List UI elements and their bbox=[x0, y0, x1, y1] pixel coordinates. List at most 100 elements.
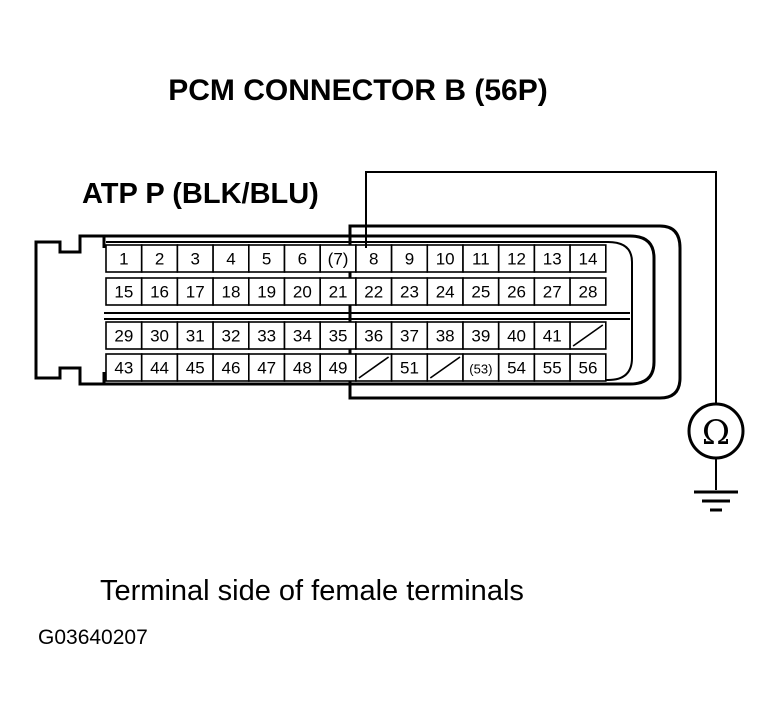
terminal-number: 36 bbox=[364, 327, 383, 346]
terminal-cavity: 31 bbox=[176, 321, 214, 350]
terminal-cavity bbox=[426, 353, 464, 382]
test-leads bbox=[365, 171, 717, 490]
terminal-number: 44 bbox=[150, 359, 169, 378]
terminal-cell bbox=[105, 277, 143, 306]
terminal-number: 37 bbox=[400, 327, 419, 346]
terminal-number: 55 bbox=[543, 359, 562, 378]
terminal-cell bbox=[355, 244, 393, 273]
terminal-cavity: 11 bbox=[462, 244, 500, 273]
terminal-cavity: 20 bbox=[283, 277, 322, 306]
ohm-symbol: Ω bbox=[702, 413, 730, 453]
terminal-cell bbox=[105, 244, 143, 273]
terminal-number: 38 bbox=[436, 327, 455, 346]
terminal-cell bbox=[319, 244, 357, 273]
terminal-number: 22 bbox=[364, 283, 383, 302]
terminal-number: 12 bbox=[507, 250, 526, 269]
terminal-cavity: 47 bbox=[248, 353, 286, 382]
terminal-cavity: 23 bbox=[390, 277, 429, 306]
terminal-cell bbox=[497, 353, 536, 382]
terminal-cavity: 18 bbox=[212, 277, 250, 306]
terminal-cell bbox=[140, 321, 179, 350]
unused-terminal-slash bbox=[429, 356, 461, 379]
terminal-cavity: 38 bbox=[426, 321, 464, 350]
connector-housing bbox=[34, 234, 656, 386]
unused-terminal-slash bbox=[358, 356, 390, 379]
terminal-cavity: 5 bbox=[248, 244, 286, 273]
terminal-cavity: 49 bbox=[319, 353, 357, 382]
terminal-cavity: 12 bbox=[497, 244, 536, 273]
ohmmeter-icon: Ω bbox=[687, 402, 745, 460]
terminal-cavity: 32 bbox=[212, 321, 250, 350]
terminal-cell bbox=[105, 321, 143, 350]
terminal-number: 3 bbox=[191, 250, 200, 269]
terminal-cell bbox=[176, 277, 214, 306]
terminal-cavity: 48 bbox=[283, 353, 322, 382]
terminal-cell bbox=[176, 321, 214, 350]
terminal-cavity: 35 bbox=[319, 321, 357, 350]
terminal-cavity: 51 bbox=[390, 353, 429, 382]
terminal-cavity: 1 bbox=[105, 244, 143, 273]
terminal-cavity: 10 bbox=[426, 244, 464, 273]
terminal-number: 39 bbox=[471, 327, 490, 346]
terminal-cavity: 8 bbox=[355, 244, 393, 273]
terminal-cavity: 44 bbox=[140, 353, 179, 382]
terminal-cavity: 25 bbox=[462, 277, 500, 306]
terminal-cell bbox=[569, 244, 607, 273]
terminal-cavity: (53) bbox=[462, 353, 500, 382]
terminal-number: 51 bbox=[400, 359, 419, 378]
terminal-cavity: 6 bbox=[283, 244, 322, 273]
terminal-number: 26 bbox=[507, 283, 526, 302]
terminal-cavity: 41 bbox=[533, 321, 571, 350]
terminal-number: 43 bbox=[114, 359, 133, 378]
terminal-cell bbox=[569, 277, 607, 306]
terminal-number: 6 bbox=[298, 250, 307, 269]
terminal-number: 28 bbox=[578, 283, 597, 302]
terminal-cell bbox=[319, 277, 357, 306]
terminal-cavity: 27 bbox=[533, 277, 571, 306]
terminal-number: 34 bbox=[293, 327, 312, 346]
terminal-number: 27 bbox=[543, 283, 562, 302]
terminal-cavity: 37 bbox=[390, 321, 429, 350]
terminal-number: 23 bbox=[400, 283, 419, 302]
terminal-number: 31 bbox=[186, 327, 205, 346]
terminal-cell bbox=[319, 353, 357, 382]
terminal-cell bbox=[248, 353, 286, 382]
wire-label: ATP P (BLK/BLU) bbox=[82, 178, 319, 210]
terminal-cavity: 15 bbox=[105, 277, 143, 306]
terminal-cell bbox=[390, 244, 429, 273]
terminal-number: 32 bbox=[221, 327, 240, 346]
terminal-cell bbox=[248, 321, 286, 350]
terminal-number: 20 bbox=[293, 283, 312, 302]
terminal-cell bbox=[497, 321, 536, 350]
terminal-number: 35 bbox=[329, 327, 348, 346]
terminal-cell bbox=[497, 244, 536, 273]
terminal-cell bbox=[569, 353, 607, 382]
terminal-number: 5 bbox=[262, 250, 271, 269]
terminal-cavity: 36 bbox=[355, 321, 393, 350]
terminal-number: 16 bbox=[150, 283, 169, 302]
terminal-cavity: 4 bbox=[212, 244, 250, 273]
terminal-cell bbox=[176, 353, 214, 382]
terminal-number: 30 bbox=[150, 327, 169, 346]
terminal-cavity: 45 bbox=[176, 353, 214, 382]
terminal-cell bbox=[212, 321, 250, 350]
terminal-cell bbox=[140, 244, 179, 273]
figure-code: G03640207 bbox=[38, 626, 148, 649]
terminal-number: 24 bbox=[436, 283, 455, 302]
terminal-number: 25 bbox=[471, 283, 490, 302]
terminal-number: 19 bbox=[257, 283, 276, 302]
terminal-cavity: 34 bbox=[283, 321, 322, 350]
terminal-cell bbox=[426, 321, 464, 350]
terminal-cavity: 3 bbox=[176, 244, 214, 273]
terminal-cell bbox=[462, 353, 500, 382]
terminal-cell bbox=[355, 321, 393, 350]
terminal-number: 33 bbox=[257, 327, 276, 346]
probe-overlay bbox=[348, 224, 682, 400]
terminal-cavity: 9 bbox=[390, 244, 429, 273]
terminal-cavity: 2 bbox=[140, 244, 179, 273]
terminal-cavity: 30 bbox=[140, 321, 179, 350]
terminal-cavity: 21 bbox=[319, 277, 357, 306]
diagram-title: PCM CONNECTOR B (56P) bbox=[168, 74, 547, 107]
terminal-cavity: 24 bbox=[426, 277, 464, 306]
